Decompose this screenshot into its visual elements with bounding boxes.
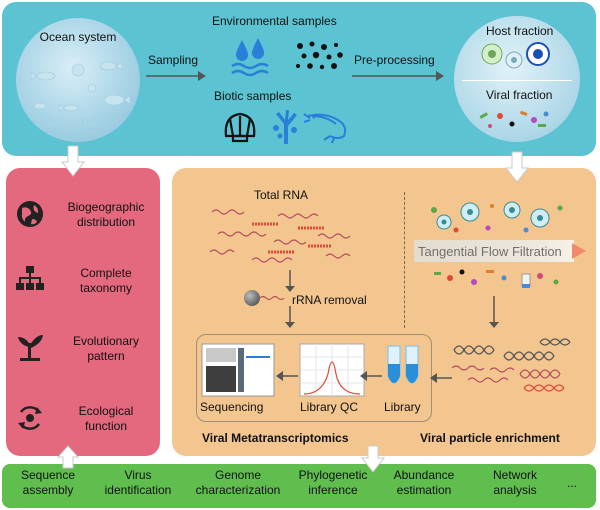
library-tubes-icon xyxy=(387,345,419,384)
cycle-icon xyxy=(18,406,42,430)
magnetic-bead xyxy=(244,290,260,306)
preprocessing-label: Pre-processing xyxy=(354,53,435,67)
feature-biogeographic: Biogeographic distribution xyxy=(67,200,145,229)
viral-genomes-icon xyxy=(451,338,571,392)
ocean-system-label: Ocean system xyxy=(39,30,117,44)
ocean-system-circle xyxy=(16,18,140,142)
to-goals-arrow xyxy=(60,145,86,177)
total-rna-label: Total RNA xyxy=(254,188,309,202)
tff-label: Tangential Flow Filtration xyxy=(418,244,562,259)
host-fraction-label: Host fraction xyxy=(486,24,554,38)
enrichment-to-library-arrow xyxy=(430,373,452,383)
cells-icon xyxy=(431,201,563,233)
viral-fraction-label: Viral fraction xyxy=(486,88,553,102)
bead-strand xyxy=(259,295,285,301)
fraction-divider xyxy=(462,80,572,81)
environmental-samples-label: Environmental samples xyxy=(212,14,337,28)
analysis-steps-panel xyxy=(2,464,596,508)
workflow-divider xyxy=(404,192,405,328)
tff-bar xyxy=(414,240,574,262)
enrichment-down-arrow xyxy=(489,296,499,328)
workflow-panel xyxy=(172,168,596,456)
host-cells-icon xyxy=(481,42,550,69)
feature-evolutionary: Evolutionary pattern xyxy=(72,334,140,363)
viral-particle-enrichment-label: Viral particle enrichment xyxy=(420,431,560,445)
sequencing-label: Sequencing xyxy=(200,400,264,414)
tff-arrow-head xyxy=(572,243,586,259)
step-more: ... xyxy=(566,476,577,490)
library-to-qc-arrow xyxy=(360,371,382,381)
to-workflow-arrow xyxy=(504,151,530,183)
biotic-samples-label: Biotic samples xyxy=(214,89,292,103)
library-qc-label: Library QC xyxy=(300,400,359,414)
feature-ecological: Ecological function xyxy=(78,404,134,433)
sampling-arrow xyxy=(146,71,206,81)
globe-icon xyxy=(17,201,43,227)
coral-icon xyxy=(273,110,297,144)
library-label: Library xyxy=(384,400,421,414)
virus-particles-icon xyxy=(479,110,549,128)
rrna-removal-label: rRNA removal xyxy=(292,293,367,307)
shrimp-icon xyxy=(303,113,347,144)
rna-down-arrow-1 xyxy=(285,270,295,292)
hierarchy-icon xyxy=(16,266,44,290)
particles-icon xyxy=(296,41,343,70)
rna-down-arrow-2 xyxy=(285,306,295,328)
preprocessing-arrow xyxy=(352,71,444,81)
shell-icon xyxy=(224,112,256,143)
fish-icon xyxy=(30,61,131,125)
up-arrow xyxy=(56,445,80,469)
library-qc-chart-icon xyxy=(299,343,365,397)
viral-metatranscriptomics-label: Viral Metatranscriptomics xyxy=(202,431,349,445)
to-analysis-arrow xyxy=(360,445,386,473)
filtered-viruses-icon xyxy=(434,269,559,288)
qc-to-sequencing-arrow xyxy=(276,371,298,381)
sequencer-icon xyxy=(201,343,275,397)
sampling-label: Sampling xyxy=(148,53,199,67)
feature-taxonomy: Complete taxonomy xyxy=(79,266,133,295)
water-drops-icon xyxy=(231,38,269,77)
rna-strands-icon xyxy=(209,209,351,263)
fraction-circle xyxy=(454,16,580,142)
tree-icon xyxy=(18,335,43,361)
